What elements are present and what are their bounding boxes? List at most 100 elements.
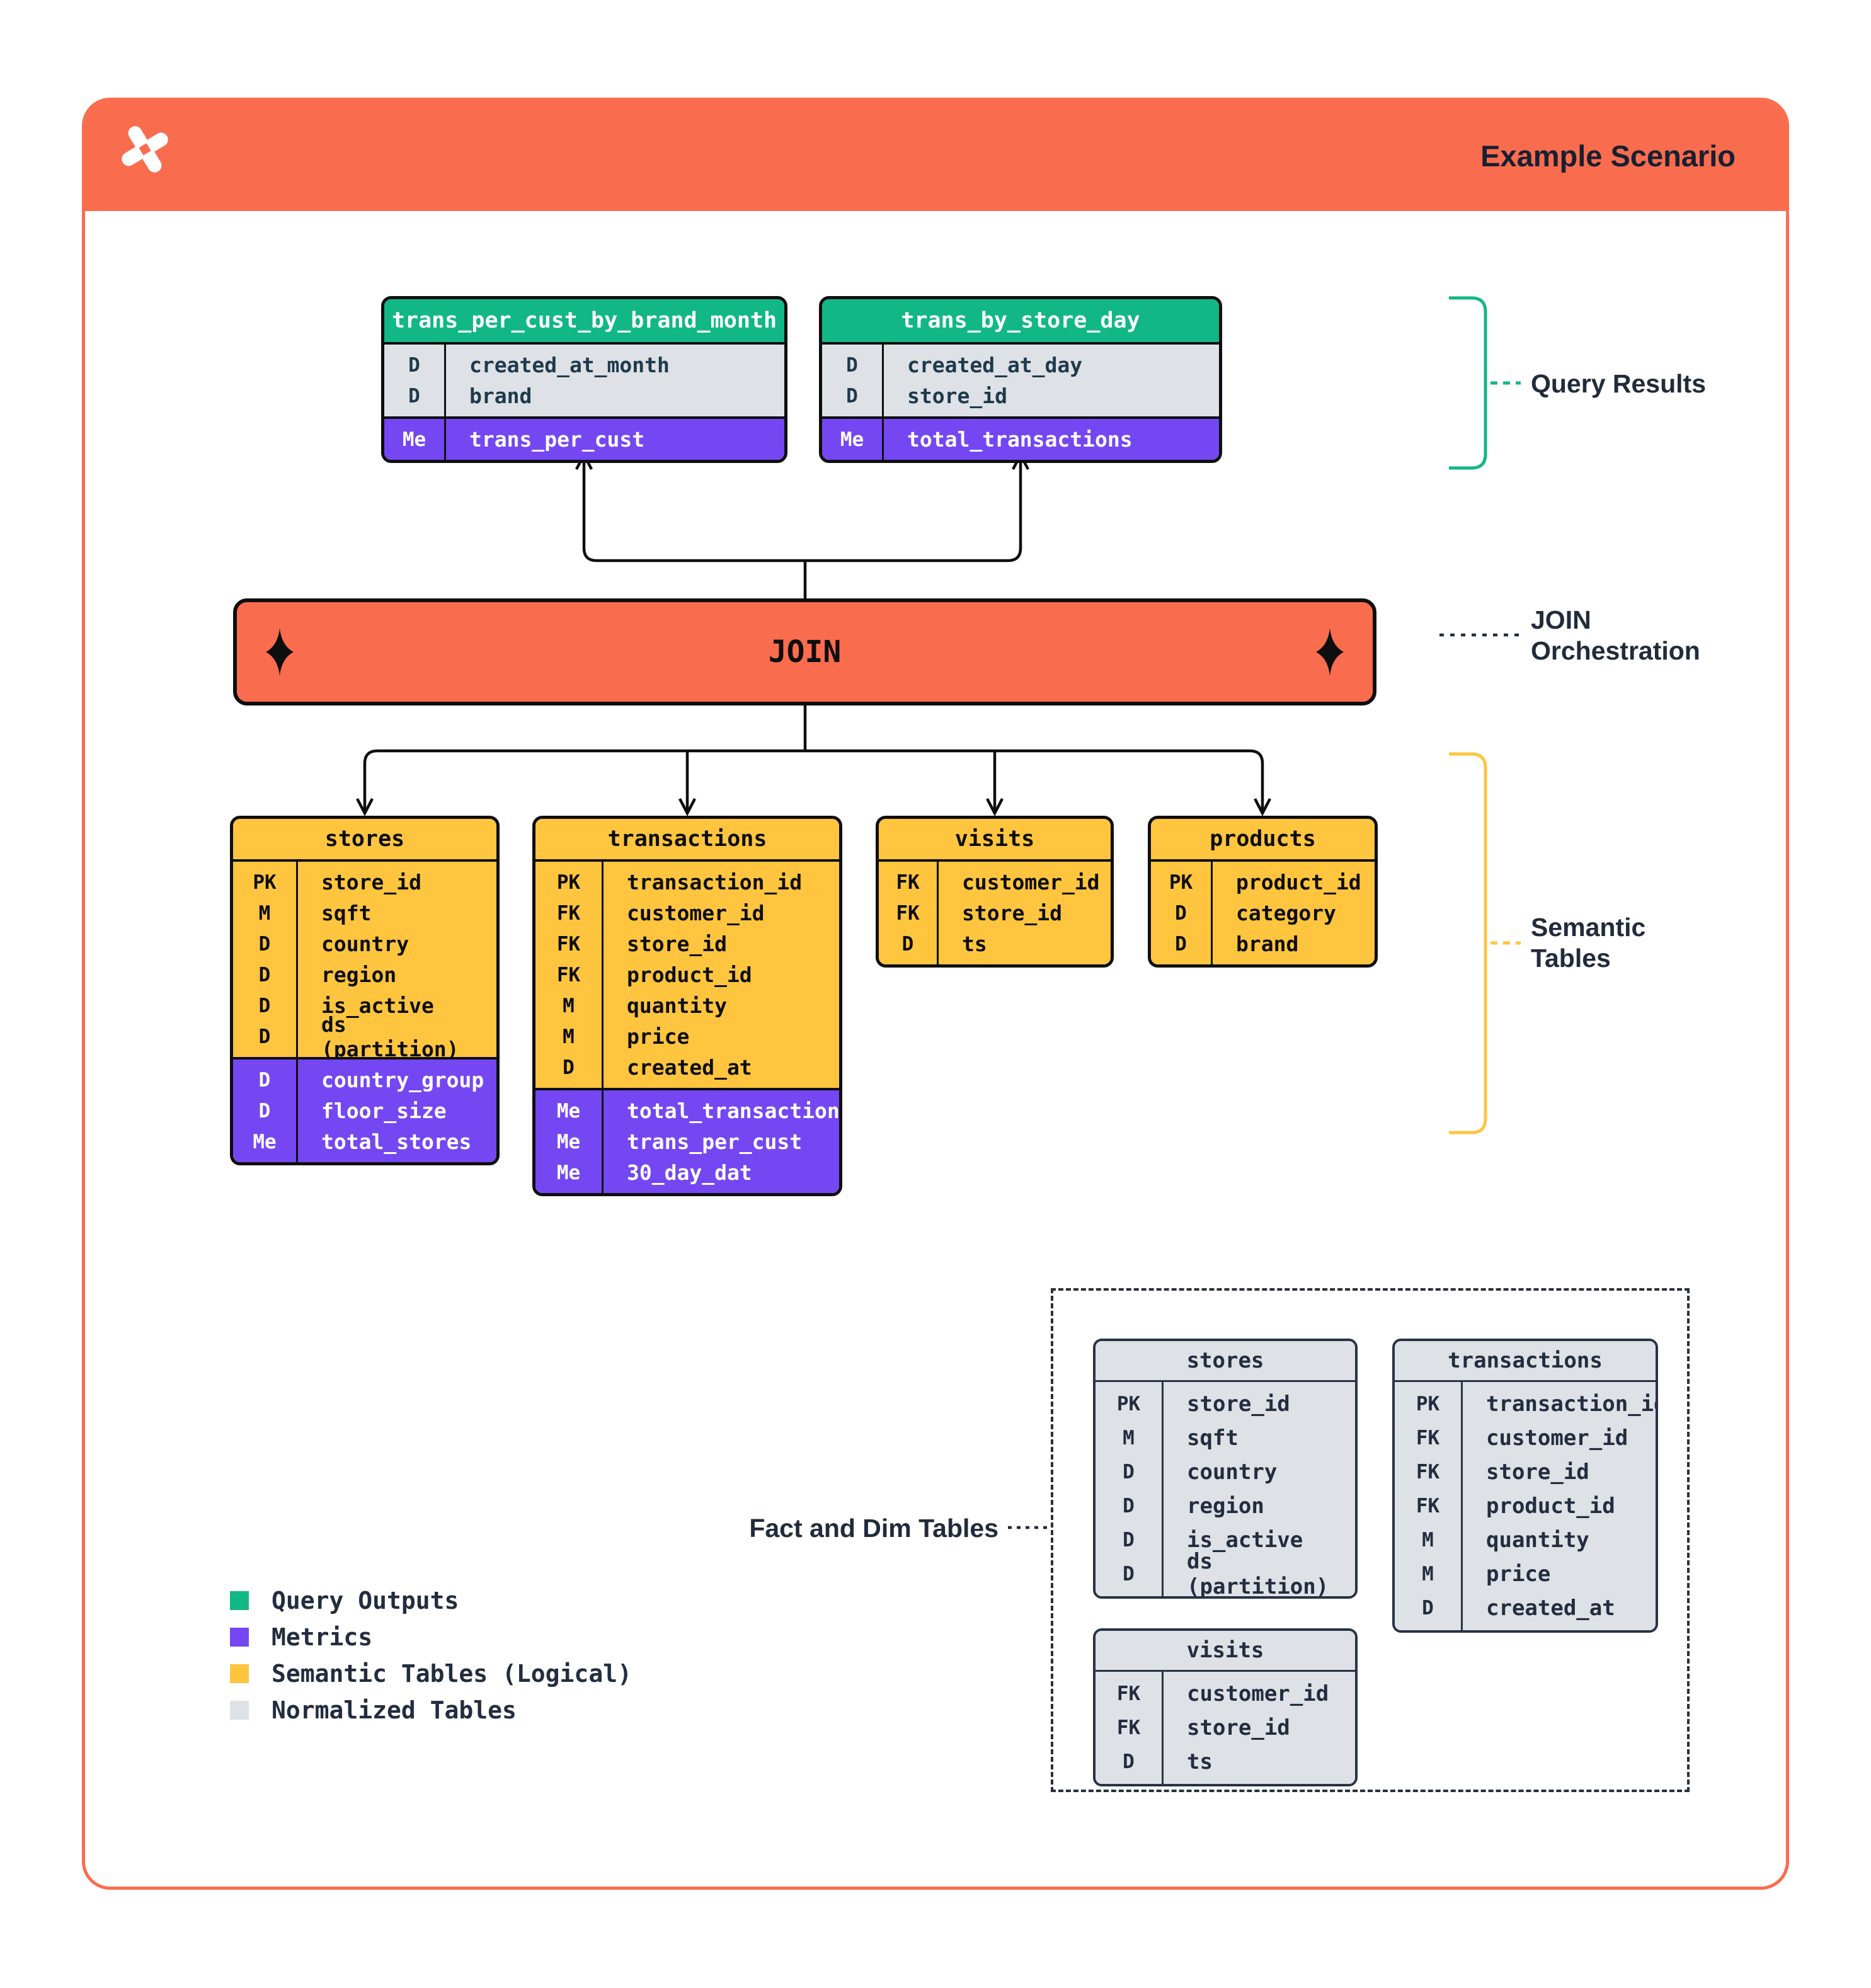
row-field: created_at_month	[469, 353, 670, 377]
row-key: M	[563, 1025, 575, 1048]
column-divider	[882, 345, 884, 416]
legend-label: Query Outputs	[272, 1587, 459, 1614]
row-field: region	[321, 963, 397, 987]
column-divider	[444, 419, 446, 460]
row-key: D	[1123, 1461, 1135, 1483]
row-field: transaction_id	[1486, 1391, 1658, 1417]
table-row: Me total_transactions	[535, 1095, 839, 1126]
row-key: M	[563, 994, 575, 1017]
row-field: total_transactions	[627, 1099, 842, 1123]
legend-item: Semantic Tables (Logical)	[230, 1655, 632, 1692]
fact-dim-box	[1051, 1288, 1690, 1792]
row-field: ts	[962, 932, 987, 956]
row-key: Me	[556, 1099, 581, 1123]
row-key: FK	[556, 932, 581, 956]
row-key: D	[258, 963, 271, 986]
query-results-annotation: Query Results	[1531, 369, 1706, 398]
column-divider	[882, 419, 884, 460]
row-field: trans_per_cust	[627, 1129, 803, 1154]
row-field: is_active	[321, 993, 434, 1018]
column-divider	[296, 862, 298, 1057]
row-field: ds (partition)	[321, 1012, 459, 1061]
row-key: PK	[1169, 871, 1193, 894]
table-row: PK product_id	[1151, 867, 1375, 898]
row-field: brand	[469, 384, 532, 408]
row-key: M	[258, 901, 271, 925]
row-key: PK	[253, 871, 277, 894]
row-key: D	[408, 353, 420, 377]
table-name: transactions	[1395, 1341, 1656, 1382]
row-key: D	[258, 1025, 271, 1048]
sparkle-diamond-icon	[266, 628, 294, 676]
row-field: ts	[1187, 1749, 1213, 1774]
legend: Query Outputs Metrics Semantic Tables (L…	[230, 1582, 632, 1728]
row-field: customer_id	[627, 901, 765, 925]
row-key: D	[1175, 901, 1187, 925]
row-field: region	[1187, 1494, 1264, 1519]
table-row: FK store_id	[879, 898, 1111, 928]
row-field: is_active	[1187, 1528, 1303, 1553]
card-header: Example Scenario	[85, 101, 1786, 211]
row-key: PK	[556, 871, 581, 894]
legend-swatch-normalized-tables	[230, 1701, 249, 1720]
row-field: store_id	[962, 901, 1062, 925]
row-key: D	[258, 1099, 271, 1123]
row-field: category	[1236, 901, 1336, 925]
table-name: transactions	[535, 819, 839, 862]
row-key: D	[563, 1056, 575, 1079]
row-key: FK	[896, 901, 920, 925]
table-name: stores	[233, 819, 496, 862]
page-title: Example Scenario	[1480, 139, 1736, 173]
row-key: D	[408, 384, 420, 408]
row-field: product_id	[1236, 870, 1361, 894]
legend-item: Metrics	[230, 1619, 632, 1655]
row-key: Me	[556, 1130, 581, 1153]
row-field: quantity	[1486, 1528, 1589, 1553]
legend-swatch-semantic-tables	[230, 1664, 249, 1683]
row-key: FK	[556, 901, 581, 925]
row-field: sqft	[1187, 1425, 1239, 1451]
row-field: sqft	[321, 901, 372, 925]
join-label: JOIN	[768, 634, 842, 670]
semantic-tables-annotation: Semantic Tables	[1531, 912, 1645, 974]
row-key: M	[1123, 1427, 1135, 1449]
row-key: D	[1123, 1751, 1135, 1773]
row-key: M	[1422, 1529, 1434, 1551]
sparkle-diamond-icon	[1316, 628, 1344, 676]
column-divider	[1211, 862, 1213, 964]
table-row: FK customer_id	[535, 898, 839, 928]
